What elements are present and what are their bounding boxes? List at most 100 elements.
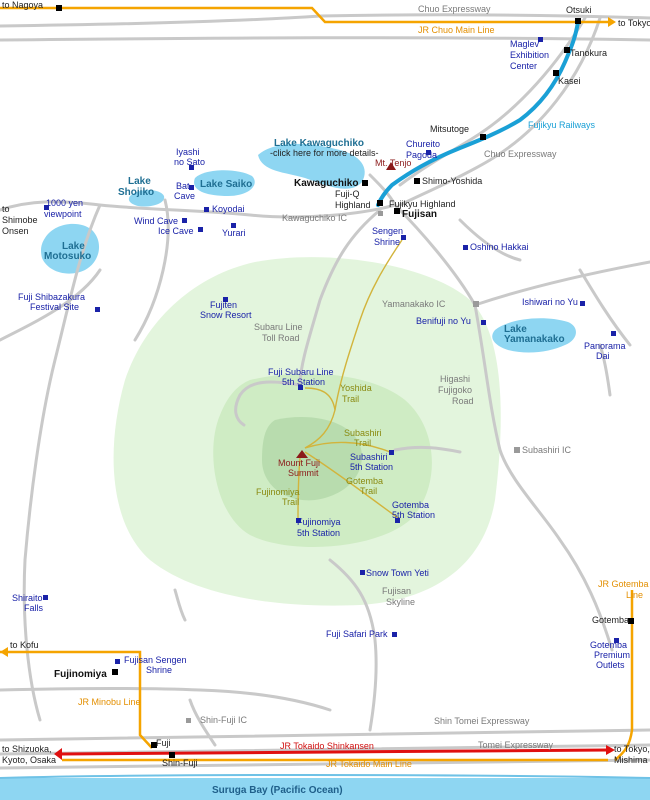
label-chureito-1[interactable]: Chureito — [406, 139, 440, 149]
label-wind-cave[interactable]: Wind Cave — [134, 216, 178, 226]
label-subaru5-1[interactable]: Fuji Subaru Line — [268, 367, 334, 377]
label-bat-1[interactable]: Bat — [176, 181, 190, 191]
label-yoshida-2: Trail — [342, 394, 359, 404]
label-maglev-1[interactable]: Maglev — [510, 39, 540, 49]
label-shin-fuji[interactable]: Shin-Fuji — [162, 758, 198, 768]
label-lake-motosuko-1[interactable]: Lake — [62, 241, 85, 252]
label-gp-outlets-2[interactable]: Premium — [594, 650, 630, 660]
label-subaru5-2[interactable]: 5th Station — [282, 377, 325, 387]
label-lake-kawaguchiko[interactable]: Lake Kawaguchiko — [274, 138, 364, 149]
label-kasei[interactable]: Kasei — [558, 76, 581, 86]
label-lake-saiko[interactable]: Lake Saiko — [200, 179, 252, 190]
label-to-shizuoka-1[interactable]: to Shizuoka, — [2, 744, 52, 754]
label-iyashi-1[interactable]: Iyashi — [176, 147, 200, 157]
label-shibazakura-2[interactable]: Festival Site — [30, 302, 79, 312]
label-summit-2[interactable]: Summit — [288, 468, 319, 478]
label-koyodai[interactable]: Koyodai — [212, 204, 245, 214]
label-iyashi-2[interactable]: no Sato — [174, 157, 205, 167]
label-panorama-1[interactable]: Panorama — [584, 341, 626, 351]
label-fujiten-2[interactable]: Snow Resort — [200, 310, 252, 320]
label-mitsutoge[interactable]: Mitsutoge — [430, 124, 469, 134]
lakes — [41, 143, 576, 353]
label-ishiwari[interactable]: Ishiwari no Yu — [522, 297, 578, 307]
label-maglev-3[interactable]: Center — [510, 61, 537, 71]
label-suruga-bay: Suruga Bay (Pacific Ocean) — [212, 785, 343, 796]
label-to-nagoya[interactable]: to Nagoya — [2, 0, 43, 10]
jr-tokaido-shinkansen — [61, 748, 609, 756]
label-lake-shojiko-2[interactable]: Shojiko — [118, 187, 154, 198]
label-panorama-2[interactable]: Dai — [596, 351, 610, 361]
label-fujinomiya5-1[interactable]: Fujinomiya — [297, 517, 341, 527]
label-to-shimobe-1[interactable]: to — [2, 204, 10, 214]
label-yurari[interactable]: Yurari — [222, 228, 246, 238]
label-to-tokyo-top[interactable]: to Tokyo — [618, 18, 650, 28]
label-otsuki[interactable]: Otsuki — [566, 5, 592, 15]
label-subaru-toll-2: Toll Road — [262, 333, 300, 343]
label-to-shizuoka-2[interactable]: Kyoto, Osaka — [2, 755, 56, 765]
label-ice-cave[interactable]: Ice Cave — [158, 226, 194, 236]
label-fujikyu-highland[interactable]: Fujikyu Highland — [389, 199, 456, 209]
label-gp-outlets-3[interactable]: Outlets — [596, 660, 625, 670]
label-tanokura[interactable]: Tanokura — [570, 48, 607, 58]
fujinomiya-trail — [297, 457, 301, 521]
label-tomei: Tomei Expressway — [478, 740, 554, 750]
label-fujiq-2[interactable]: Highland — [335, 200, 371, 210]
suruga-bay-water — [0, 778, 650, 800]
label-fujiten-1[interactable]: Fujiten — [210, 300, 237, 310]
label-sengen-1[interactable]: Sengen — [372, 226, 403, 236]
label-higashi-1: Higashi — [440, 374, 470, 384]
label-jr-tokaido-main: JR Tokaido Main Line — [326, 759, 412, 769]
label-1000yen-1[interactable]: 1000 yen — [46, 198, 83, 208]
label-fujinomiya[interactable]: Fujinomiya — [54, 669, 107, 680]
label-summit-1[interactable]: Mount Fuji — [278, 458, 320, 468]
label-bat-2[interactable]: Cave — [174, 191, 195, 201]
label-to-kofu[interactable]: to Kofu — [10, 640, 39, 650]
label-subashiri5-1[interactable]: Subashiri — [350, 452, 388, 462]
label-to-shimobe-2[interactable]: Shimobe — [2, 215, 38, 225]
label-to-tokyo-bottom-2[interactable]: Mishima — [614, 755, 648, 765]
label-lake-yamanakako-1[interactable]: Lake — [504, 324, 527, 335]
label-shin-fuji-ic: Shin-Fuji IC — [200, 715, 248, 725]
label-fuji[interactable]: Fuji — [156, 738, 171, 748]
arrow-to-kofu — [0, 647, 8, 657]
label-shiraito-1[interactable]: Shiraito — [12, 593, 43, 603]
hiking-trails — [297, 239, 403, 521]
label-yoshida-1: Yoshida — [340, 383, 372, 393]
label-shiraito-2[interactable]: Falls — [24, 603, 44, 613]
label-lake-motosuko-2[interactable]: Motosuko — [44, 251, 91, 262]
label-gotemba5-1[interactable]: Gotemba — [392, 500, 429, 510]
label-shimo-yoshida[interactable]: Shimo-Yoshida — [422, 176, 482, 186]
subashiri-trail — [304, 441, 391, 453]
summit-peak-icon — [296, 450, 308, 458]
label-to-tokyo-bottom-1[interactable]: to Tokyo, — [614, 744, 650, 754]
label-sengen-2[interactable]: Shrine — [374, 237, 400, 247]
lake-saiko-water — [194, 170, 255, 196]
label-lake-shojiko-1[interactable]: Lake — [128, 176, 151, 187]
label-fujisan[interactable]: Fujisan — [402, 209, 437, 220]
label-higashi-3: Road — [452, 396, 474, 406]
label-to-shimobe-3[interactable]: Onsen — [2, 226, 29, 236]
label-lake-yamanakako-2[interactable]: Yamanakako — [504, 334, 565, 345]
label-chureito-2[interactable]: Pagoda — [406, 150, 437, 160]
label-sengen-fujisan-2[interactable]: Shrine — [146, 665, 172, 675]
label-kawaguchiko[interactable]: Kawaguchiko — [294, 178, 358, 189]
label-maglev-2[interactable]: Exhibition — [510, 50, 549, 60]
label-snow-town[interactable]: Snow Town Yeti — [366, 568, 429, 578]
label-1000yen-2[interactable]: viewpoint — [44, 209, 82, 219]
label-lake-kawaguchiko-sub[interactable]: -click here for more details- — [270, 148, 379, 158]
label-fujiq-1[interactable]: Fuji-Q — [335, 189, 360, 199]
label-benifuji[interactable]: Benifuji no Yu — [416, 316, 471, 326]
label-gotemba[interactable]: Gotemba — [592, 615, 629, 625]
label-safari[interactable]: Fuji Safari Park — [326, 629, 388, 639]
label-gp-outlets-1[interactable]: Gotemba — [590, 640, 627, 650]
label-gotemba5-2[interactable]: 5th Station — [392, 510, 435, 520]
lake-kawaguchiko-water[interactable] — [258, 143, 365, 189]
label-shibazakura-1[interactable]: Fuji Shibazakura — [18, 292, 85, 302]
label-oshino-hakkai[interactable]: Oshino Hakkai — [470, 242, 529, 252]
label-sengen-fujisan-1[interactable]: Fujisan Sengen — [124, 655, 187, 665]
label-fujinomiya5-2[interactable]: 5th Station — [297, 528, 340, 538]
label-subashiri5-2[interactable]: 5th Station — [350, 462, 393, 472]
label-mt-tenjo[interactable]: Mt. Tenjo — [375, 158, 411, 168]
label-yamanakako-ic: Yamanakako IC — [382, 299, 446, 309]
